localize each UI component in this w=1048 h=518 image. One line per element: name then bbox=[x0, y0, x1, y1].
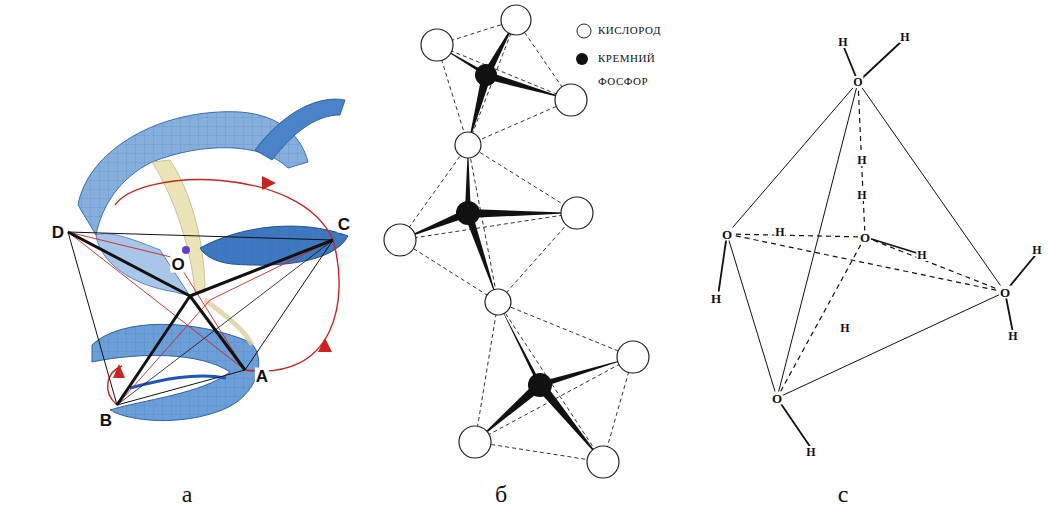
atom-label: O bbox=[852, 76, 863, 88]
panel-label: б bbox=[494, 482, 508, 506]
legend-text: КИСЛОРОД bbox=[598, 25, 661, 36]
tetrahedra-chain bbox=[384, 5, 649, 478]
vertex-label: O bbox=[170, 256, 185, 273]
silicon-atoms bbox=[456, 64, 552, 397]
atom-label: H bbox=[839, 322, 850, 334]
legend-swatch bbox=[577, 24, 591, 38]
atom-label: O bbox=[721, 228, 733, 241]
vertex-label: C bbox=[337, 216, 351, 233]
tetrahedron bbox=[68, 232, 333, 405]
atom-label: H bbox=[899, 31, 910, 43]
vertex-label: A bbox=[255, 368, 269, 385]
oxygen-atoms bbox=[384, 5, 649, 478]
panel-label: а bbox=[181, 482, 194, 506]
legend-swatch bbox=[576, 53, 588, 65]
legend-text: КРЕМНИЙ bbox=[598, 53, 655, 64]
water-tetrahedron bbox=[718, 40, 1038, 448]
arrow-heads bbox=[113, 176, 332, 378]
atom-label: H bbox=[774, 226, 785, 238]
flow-arrows bbox=[68, 180, 339, 405]
atom-label: H bbox=[1031, 244, 1042, 256]
atom-label: O bbox=[771, 392, 783, 405]
atom-label: H bbox=[710, 292, 722, 305]
atom-label: O bbox=[999, 286, 1011, 299]
atom-label: H bbox=[805, 446, 816, 458]
panel-label: c bbox=[837, 482, 850, 506]
atom-label: H bbox=[837, 36, 848, 48]
vertex-label: B bbox=[99, 412, 113, 429]
atom-label: H bbox=[856, 189, 867, 201]
atom-label: H bbox=[916, 249, 927, 261]
atom-label: O bbox=[859, 231, 871, 244]
atom-label: H bbox=[856, 154, 867, 166]
vertex-label: D bbox=[51, 224, 65, 241]
legend-text: ФОСФОР bbox=[598, 76, 648, 87]
atom-label: H bbox=[1007, 330, 1018, 342]
